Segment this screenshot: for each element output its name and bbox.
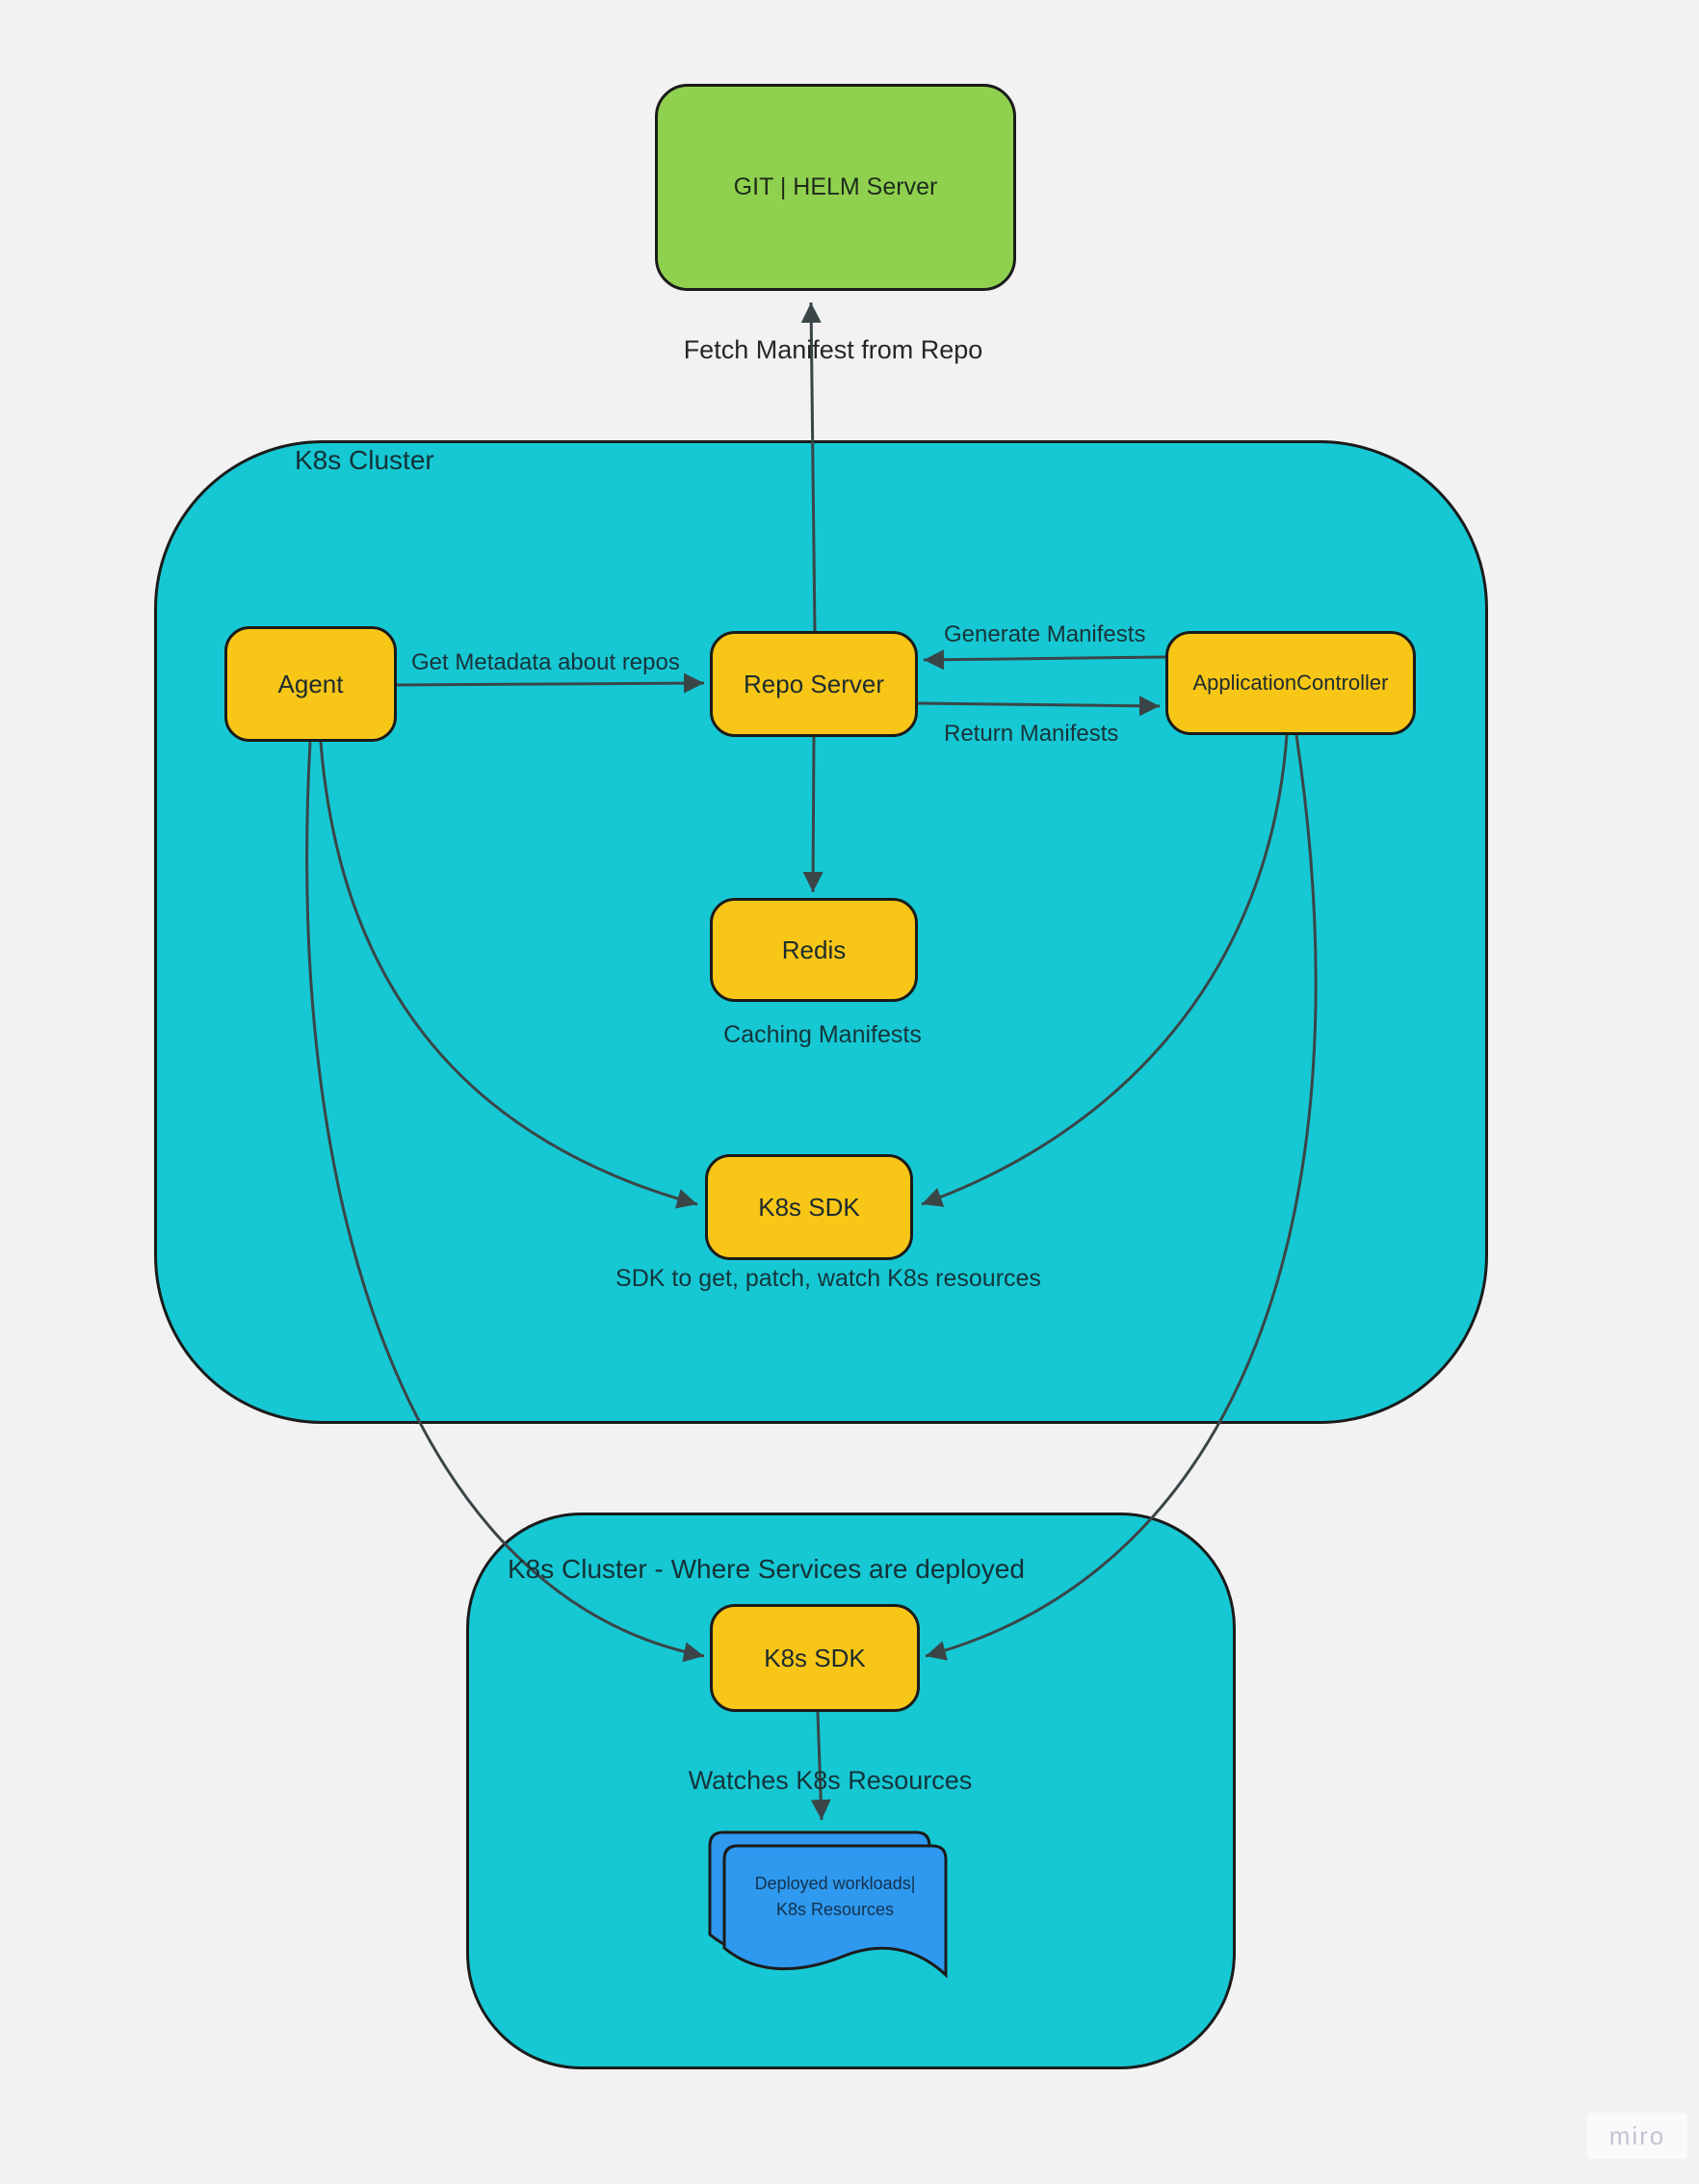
caching-manifests-label[interactable]: Caching Manifests bbox=[723, 1021, 922, 1048]
fetch-manifest-label[interactable]: Fetch Manifest from Repo bbox=[683, 335, 983, 364]
git-helm-server-label: GIT | HELM Server bbox=[733, 173, 938, 200]
connector-appctrl-to-repo-generate[interactable] bbox=[923, 649, 1166, 671]
k8s-sdk-label: K8s SDK bbox=[764, 1643, 866, 1672]
workloads-label-line2: K8s Resources bbox=[775, 1900, 895, 1919]
connector-repo-to-appctrl-return[interactable] bbox=[917, 696, 1161, 717]
workloads-document-label[interactable]: Deployed workloads| K8s Resources bbox=[755, 1871, 916, 1923]
application-controller-label: ApplicationController bbox=[1192, 671, 1389, 695]
connector-repo-to-redis[interactable] bbox=[802, 736, 823, 893]
repo-server-label: Repo Server bbox=[744, 669, 884, 698]
miro-watermark: miro bbox=[1587, 2113, 1687, 2159]
connector-agent-to-sdk1[interactable] bbox=[319, 741, 698, 1209]
agent-node[interactable]: Agent bbox=[224, 626, 397, 742]
connector-sdk2-to-workloads[interactable] bbox=[810, 1711, 831, 1821]
k8s-sdk-label: K8s SDK bbox=[758, 1192, 860, 1222]
agent-label: Agent bbox=[277, 669, 344, 698]
miro-watermark-text: miro bbox=[1608, 2120, 1666, 2150]
cluster1-title[interactable]: K8s Cluster bbox=[295, 445, 434, 475]
watches-resources-label[interactable]: Watches K8s Resources bbox=[688, 1766, 973, 1795]
redis-node[interactable]: Redis bbox=[710, 898, 918, 1002]
connector-appctrl-to-sdk2[interactable] bbox=[925, 734, 1318, 1661]
git-helm-server-node[interactable]: GIT | HELM Server bbox=[655, 84, 1016, 291]
cluster2-title[interactable]: K8s Cluster - Where Services are deploye… bbox=[508, 1554, 1025, 1584]
redis-label: Redis bbox=[781, 934, 847, 964]
return-manifests-label[interactable]: Return Manifests bbox=[944, 721, 1119, 747]
get-metadata-label[interactable]: Get Metadata about repos bbox=[411, 649, 680, 675]
k8s-sdk-node-cluster2[interactable]: K8s SDK bbox=[710, 1604, 920, 1712]
connector-repo-to-git[interactable] bbox=[800, 302, 822, 632]
connector-agent-to-sdk2[interactable] bbox=[305, 741, 705, 1663]
repo-server-node[interactable]: Repo Server bbox=[710, 631, 918, 737]
generate-manifests-label[interactable]: Generate Manifests bbox=[944, 621, 1146, 647]
sdk-description-label[interactable]: SDK to get, patch, watch K8s resources bbox=[615, 1265, 1041, 1292]
workloads-document-front[interactable] bbox=[722, 1844, 948, 1979]
workloads-label-line1: Deployed workloads| bbox=[754, 1874, 916, 1893]
connector-appctrl-to-sdk1[interactable] bbox=[921, 734, 1289, 1207]
k8s-sdk-node-cluster1[interactable]: K8s SDK bbox=[705, 1154, 913, 1260]
application-controller-node[interactable]: ApplicationController bbox=[1165, 631, 1416, 735]
connector-agent-to-repo[interactable] bbox=[396, 672, 705, 694]
